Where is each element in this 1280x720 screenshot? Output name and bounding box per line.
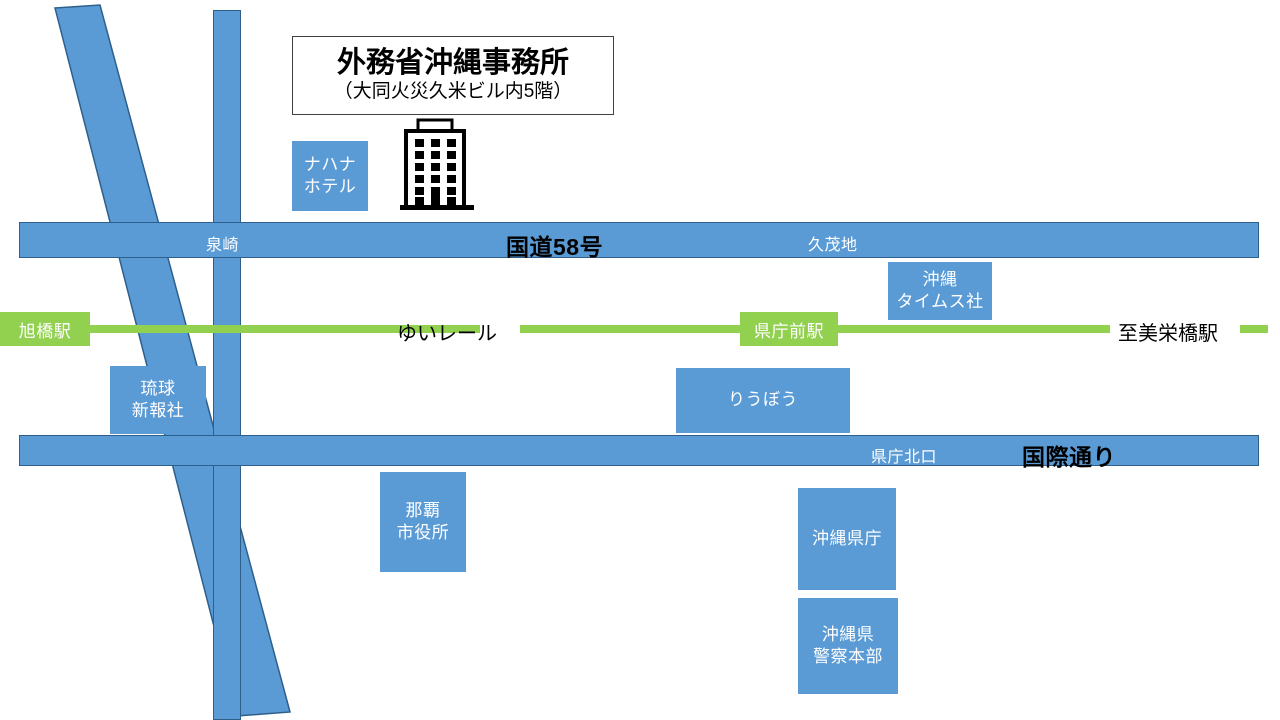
- monorail-line-label: ゆいレール: [397, 323, 497, 345]
- monorail-line-segment: [520, 325, 742, 333]
- place-label-line2: タイムス社: [896, 292, 984, 311]
- page-title: 外務省沖縄事務所: [336, 47, 569, 80]
- office-building-icon: [400, 118, 474, 210]
- station-kenchomae-label: 県庁前駅: [754, 321, 824, 341]
- page-subtitle: （大同火災久米ビル内5階）: [333, 80, 573, 102]
- vertical-road: [213, 10, 241, 720]
- place-label-line1: 琉球: [140, 378, 176, 398]
- road-label-izumizaki: 泉崎: [206, 237, 240, 254]
- road-label-kencho-kitaguchi: 県庁北口: [871, 449, 938, 466]
- road-label-kokusai-dori: 国際通り: [1022, 444, 1116, 470]
- monorail-line-segment: [90, 325, 480, 333]
- station-asahibashi[interactable]: 旭橋駅: [0, 312, 90, 346]
- monorail-toward-miebashi-label: 至美栄橋駅: [1118, 323, 1218, 345]
- place-label-line1: 沖縄県: [821, 624, 875, 644]
- road-label-route-58: 国道58号: [506, 234, 604, 260]
- place-label-line1: りうぼう: [728, 390, 798, 410]
- place-okinawa-police-headquarters[interactable]: 沖縄県 警察本部: [798, 598, 898, 694]
- place-label-line1: 沖縄県庁: [812, 528, 882, 548]
- place-okinawa-times[interactable]: 沖縄 タイムス社: [888, 262, 992, 320]
- national-route-58-road: [19, 222, 1259, 258]
- road-label-kumoji: 久茂地: [808, 237, 858, 254]
- place-ryukyu-shimpo[interactable]: 琉球 新報社: [110, 366, 206, 434]
- place-ryubo[interactable]: りうぼう: [676, 368, 850, 433]
- station-asahibashi-label: 旭橋駅: [18, 321, 72, 341]
- place-naha-city-hall[interactable]: 那覇 市役所: [380, 472, 466, 572]
- place-label-line2: 警察本部: [813, 647, 883, 666]
- place-label-line1: 那覇: [405, 500, 441, 520]
- map-title-box: 外務省沖縄事務所 （大同火災久米ビル内5階）: [292, 36, 614, 115]
- place-nahana-hotel[interactable]: ナハナ ホテル: [292, 141, 368, 211]
- place-label-line2: 新報社: [131, 401, 185, 420]
- place-okinawa-prefectural-office[interactable]: 沖縄県庁: [798, 488, 896, 590]
- place-label-line1: ナハナ: [303, 154, 357, 174]
- place-label-line1: 沖縄: [922, 269, 958, 289]
- station-kenchomae[interactable]: 県庁前駅: [740, 312, 838, 346]
- place-label-line2: ホテル: [303, 177, 357, 196]
- kokusai-dori-road: [19, 435, 1259, 466]
- monorail-line-segment: [836, 325, 1110, 333]
- place-label-line2: 市役所: [396, 523, 450, 542]
- monorail-line-segment-end: [1240, 325, 1268, 333]
